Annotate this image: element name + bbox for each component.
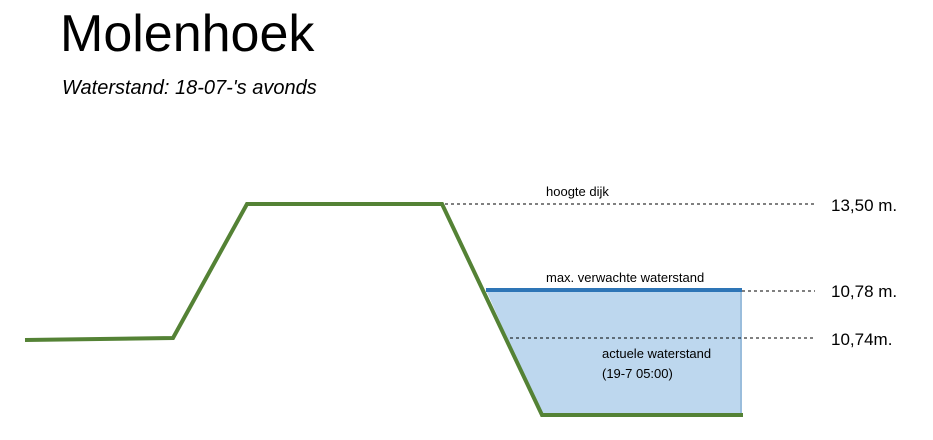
- dike-height-label: hoogte dijk: [546, 184, 609, 199]
- actual-level-label: actuele waterstand: [602, 346, 711, 361]
- actual-level-timestamp: (19-7 05:00): [602, 366, 673, 381]
- water-body: [486, 290, 742, 414]
- dike-profile: [24, 202, 743, 417]
- actual-level-value: 10,74m.: [831, 330, 892, 349]
- page-title: Molenhoek: [60, 5, 315, 63]
- max-level-value: 10,78 m.: [831, 282, 897, 301]
- page-subtitle: Waterstand: 18-07-'s avonds: [62, 77, 317, 99]
- max-level-label: max. verwachte waterstand: [546, 270, 704, 285]
- dike-height-value: 13,50 m.: [831, 196, 897, 215]
